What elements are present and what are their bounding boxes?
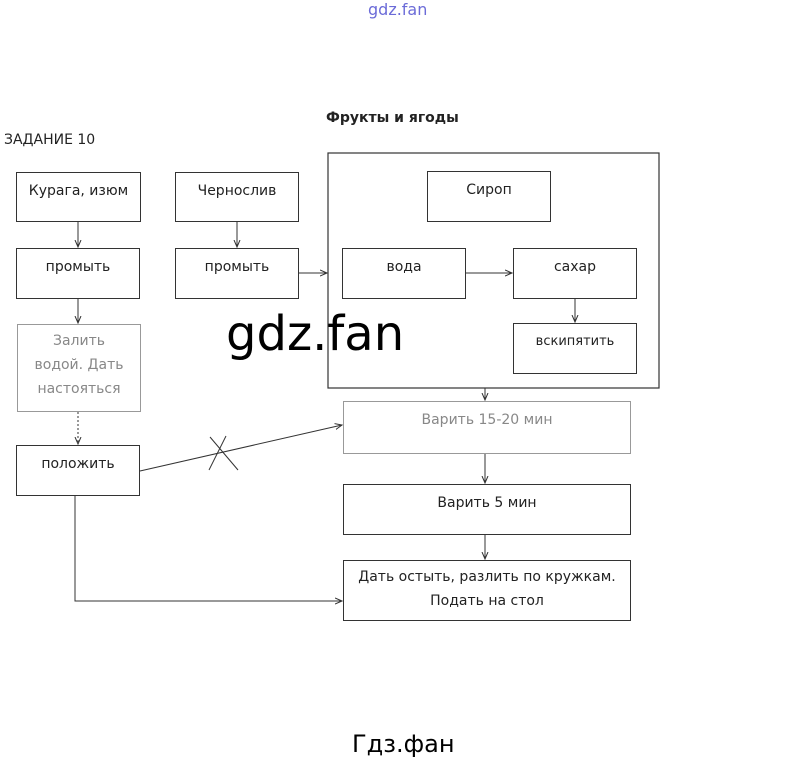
box-varit-5: Варить 5 мин [343,484,631,535]
diagram-title: Фрукты и ягоды [326,110,459,126]
fruits-container [327,152,660,389]
watermark-center: gdz.fan [226,306,405,362]
footer-text: Гдз.фан [352,730,455,758]
box-kuraga: Курага, изюм [16,172,141,222]
box-polozhit: положить [16,445,140,496]
cross-mark [208,435,227,471]
box-voda: вода [342,248,466,299]
box-chernosliv: Чернослив [175,172,299,222]
cross-mark [209,436,239,471]
box-vskipyatit: вскипятить [513,323,637,374]
box-promyt-2: промыть [175,248,299,299]
watermark-top: gdz.fan [368,0,428,19]
box-varit-15-20: Варить 15-20 мин [343,401,631,454]
box-sirop: Сироп [427,171,551,222]
box-final: Дать остыть, разлить по кружкам. Подать … [343,560,631,621]
box-sahar: сахар [513,248,637,299]
task-label: ЗАДАНИЕ 10 [4,132,96,148]
crossed-arrow [139,425,342,472]
arrow [74,496,342,601]
box-zalit: Залить водой. Дать настояться [17,324,141,412]
box-promyt-1: промыть [16,248,140,299]
